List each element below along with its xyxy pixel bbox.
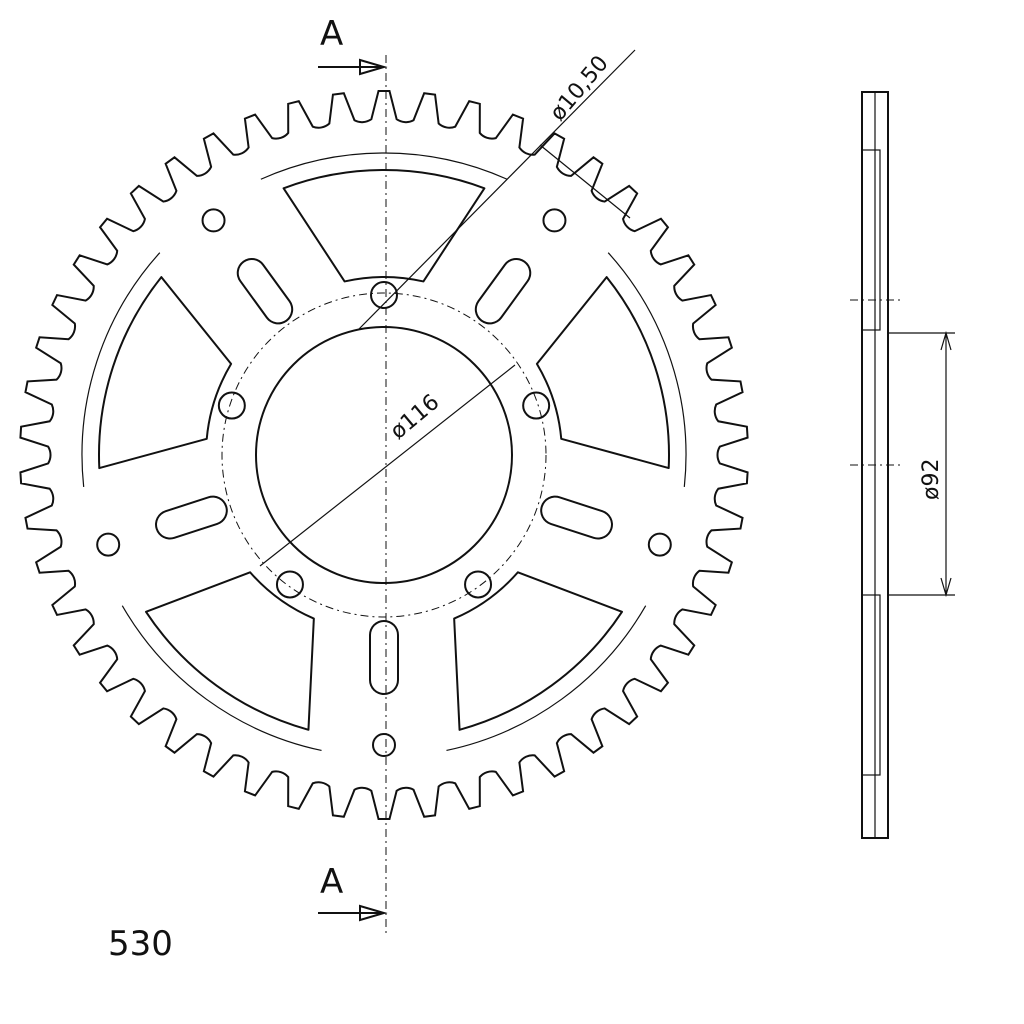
bolt-hole (370, 281, 398, 309)
outer-hole (201, 208, 226, 233)
lightening-window (144, 571, 315, 731)
side-hub-upper (861, 149, 881, 331)
slot-fill (476, 259, 530, 323)
bolt-hole (464, 570, 493, 599)
bolt-hole (522, 391, 551, 420)
bolt-hole (275, 570, 304, 599)
outer-hole (372, 733, 396, 757)
bore-dimension-line (259, 364, 516, 567)
outer-hole (542, 208, 567, 233)
chain-size-label: 530 (108, 924, 173, 964)
lightening-window (282, 169, 486, 283)
bolt-circle (221, 292, 547, 618)
web-boundary (446, 605, 647, 752)
web-boundary (607, 252, 687, 487)
center-bore (255, 326, 513, 584)
slot-fill (238, 259, 292, 323)
side-diameter-label: ø92 (919, 459, 944, 500)
side-hub-lower (861, 594, 881, 776)
section-label-bottom: A (320, 862, 343, 902)
slot-fill (157, 497, 226, 538)
web-boundary (260, 152, 508, 180)
web-boundary (81, 252, 161, 487)
outer-hole (96, 532, 121, 557)
lightening-window (535, 276, 670, 470)
section-arrow-bottom (318, 904, 388, 922)
lightening-window (453, 571, 624, 731)
bolt-hole (217, 391, 246, 420)
lightening-window (98, 276, 233, 470)
sprocket-teeth-outline (19, 90, 749, 820)
side-dimension (888, 330, 955, 598)
section-label-top: A (320, 14, 343, 54)
bore-diameter-label: ø116 (386, 390, 445, 445)
bolt-dimension-line (357, 49, 636, 331)
outer-hole (647, 532, 672, 557)
front-view (19, 49, 749, 935)
slot-fill (542, 497, 611, 538)
bolt-hole-diameter-label: ø10,50 (545, 51, 613, 126)
side-view (850, 91, 955, 839)
web-boundary (121, 605, 322, 752)
section-arrow-top (318, 58, 388, 76)
extension-line (539, 144, 631, 219)
